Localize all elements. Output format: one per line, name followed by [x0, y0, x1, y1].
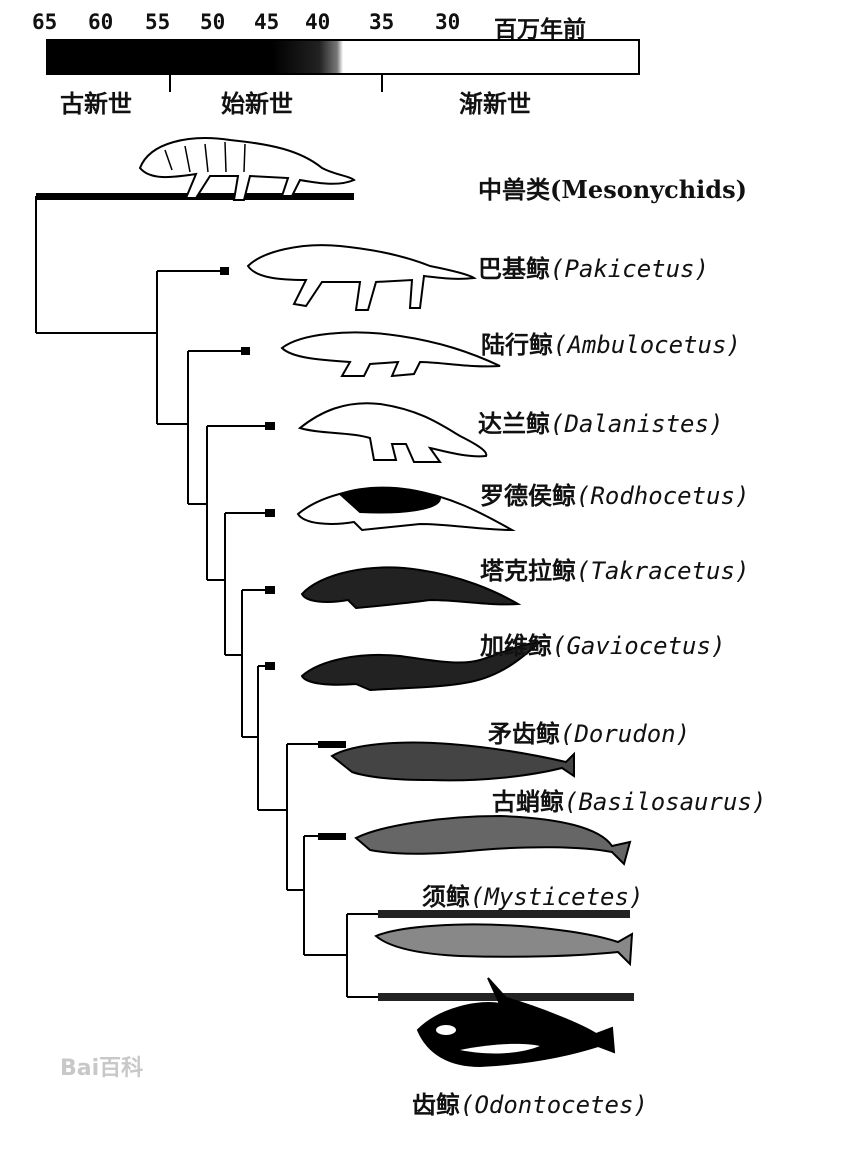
tick-55: 55 — [145, 10, 171, 34]
mysticete-icon — [374, 923, 634, 967]
label-ambulocetus: 陆行鲸(Ambulocetus) — [481, 331, 741, 359]
tick-30: 30 — [435, 10, 461, 34]
range-bar-mysticetes — [378, 910, 630, 918]
label-gaviocetus: 加维鲸(Gaviocetus) — [480, 632, 726, 660]
label-odontocetes: 齿鲸(Odontocetes) — [412, 1091, 648, 1119]
tick-65: 65 — [32, 10, 58, 34]
label-dalanistes: 达兰鲸(Dalanistes) — [478, 410, 724, 438]
pakicetus-icon — [246, 244, 477, 311]
label-mysticetes: 须鲸(Mysticetes) — [422, 883, 644, 911]
dorudon-icon — [330, 741, 575, 782]
tick-35: 35 — [369, 10, 395, 34]
label-mesonychids: 中兽类(Mesonychids) — [478, 175, 747, 204]
fossil-markers — [220, 267, 346, 840]
watermark: Bai百科 — [60, 1056, 144, 1081]
label-basilosaurus: 古蛸鲸(Basilosaurus) — [492, 788, 767, 816]
epoch-oligocene: 渐新世 — [459, 90, 531, 118]
time-unit: 百万年前 — [494, 17, 586, 43]
takracetus-icon — [300, 566, 522, 610]
tree-branches — [35, 196, 378, 998]
tick-45: 45 — [254, 10, 280, 34]
label-pakicetus: 巴基鲸(Pakicetus) — [478, 255, 709, 283]
gaviocetus-icon — [300, 640, 543, 692]
label-rodhocetus: 罗德侯鲸(Rodhocetus) — [480, 482, 750, 510]
label-dorudon: 矛齿鲸(Dorudon) — [488, 720, 691, 748]
epoch-paleocene: 古新世 — [60, 90, 132, 118]
label-takracetus: 塔克拉鲸(Takracetus) — [480, 557, 750, 585]
dalanistes-icon — [297, 402, 488, 463]
epoch-eocene: 始新世 — [221, 90, 293, 118]
orca-icon — [416, 977, 616, 1068]
rodhocetus-icon — [296, 486, 516, 532]
basilosaurus-icon — [354, 814, 632, 866]
ambulocetus-icon — [280, 331, 501, 378]
tick-40: 40 — [305, 10, 331, 34]
time-scale-bar — [46, 39, 640, 75]
tick-50: 50 — [200, 10, 226, 34]
mesonychid-icon — [138, 137, 356, 201]
tick-60: 60 — [88, 10, 114, 34]
